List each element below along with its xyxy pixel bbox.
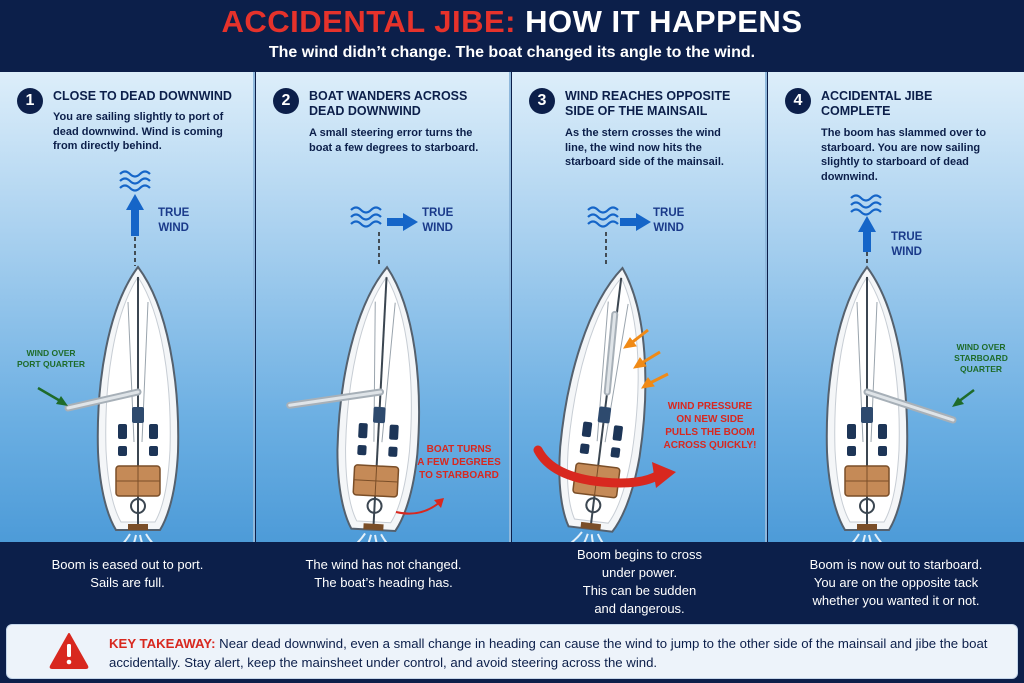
boat-turns-label: BOAT TURNS A FEW DEGREES TO STARBOARD <box>417 444 501 481</box>
red-sweep-arrow-icon <box>533 445 676 488</box>
wind-waves-icon <box>118 170 152 192</box>
panel-title: BOAT WANDERS ACROSS DEAD DOWNWIND <box>309 89 468 118</box>
caption-1: Boom is eased out to port. Sails are ful… <box>51 557 204 590</box>
page-title: ACCIDENTAL JIBE: HOW IT HAPPENS <box>0 4 1024 40</box>
boat-icon <box>549 262 664 542</box>
boat-diagram <box>37 170 180 542</box>
takeaway-body: Near dead downwind, even a small change … <box>109 636 988 670</box>
boat-diagram <box>286 206 444 542</box>
caption-2: The wind has not changed. The boat’s hea… <box>305 557 462 590</box>
warning-triangle-icon <box>49 633 89 669</box>
panel-2: 2 BOAT WANDERS ACROSS DEAD DOWNWIND A sm… <box>256 72 511 542</box>
panel-description: The boom has slammed over to starboard. … <box>821 127 987 183</box>
title-white: HOW IT HAPPENS <box>525 4 803 39</box>
panel-title: ACCIDENTAL JIBE COMPLETE <box>821 89 933 118</box>
key-takeaway-box: KEY TAKEAWAY: Near dead downwind, even a… <box>6 624 1018 679</box>
panel-4: 4 ACCIDENTAL JIBE COMPLETE The boom has … <box>768 72 1024 542</box>
turn-arrow-icon <box>395 498 444 515</box>
captions-bar: Boom is eased out to port. Sails are ful… <box>0 542 1024 622</box>
arrow-right-icon <box>620 213 651 231</box>
wind-pressure-label: WIND PRESSURE ON NEW SIDE PULLS THE BOOM… <box>663 401 757 451</box>
panels: 1 CLOSE TO DEAD DOWNWIND You are sailing… <box>0 72 1024 542</box>
wind-waves-icon <box>586 206 620 228</box>
panel-1: 1 CLOSE TO DEAD DOWNWIND You are sailing… <box>0 72 255 542</box>
page-subtitle: The wind didn’t change. The boat changed… <box>268 44 756 61</box>
panel-description: As the stern crosses the wind line, the … <box>565 127 724 168</box>
wind-waves-icon <box>349 206 383 228</box>
true-wind-label: TRUE WIND <box>422 207 454 234</box>
arrow-right-icon <box>387 213 418 231</box>
header: ACCIDENTAL JIBE: HOW IT HAPPENS The wind… <box>0 0 1024 72</box>
green-arrow-icon <box>37 386 68 406</box>
arrow-up-icon <box>126 194 144 236</box>
panel-3: 3 WIND REACHES OPPOSITE SIDE OF THE MAIN… <box>512 72 767 542</box>
boat-icon <box>825 266 957 542</box>
boat-icon <box>64 266 180 542</box>
true-wind-label: TRUE WIND <box>158 207 190 234</box>
boat-icon <box>286 264 429 542</box>
panel-description: You are sailing slightly to port of dead… <box>53 111 224 152</box>
panel-number: 1 <box>17 88 43 114</box>
panel-description: A small steering error turns the boat a … <box>309 127 479 154</box>
takeaway-text: KEY TAKEAWAY: Near dead downwind, even a… <box>109 634 1009 672</box>
panel-number: 3 <box>529 88 555 114</box>
true-wind-label: TRUE WIND <box>653 207 685 234</box>
panel-title: WIND REACHES OPPOSITE SIDE OF THE MAINSA… <box>565 89 731 118</box>
title-red: ACCIDENTAL JIBE: <box>221 4 516 39</box>
green-arrow-icon <box>952 389 975 407</box>
true-wind-label: TRUE WIND <box>891 231 923 258</box>
caption-4: Boom is now out to starboard. You are on… <box>809 557 983 608</box>
panel-number: 4 <box>785 88 811 114</box>
wind-over-label: WIND OVER STARBOARD QUARTER <box>954 342 1008 374</box>
arrow-up-icon <box>858 216 876 252</box>
takeaway-label: KEY TAKEAWAY: <box>109 636 216 651</box>
caption-3: Boom begins to cross under power. This c… <box>576 547 702 616</box>
boat-diagram <box>825 194 975 542</box>
panel-title: CLOSE TO DEAD DOWNWIND <box>53 89 232 103</box>
wind-over-label: WIND OVER PORT QUARTER <box>17 348 85 369</box>
orange-arrows-icon <box>623 328 669 389</box>
wind-waves-icon <box>849 194 883 216</box>
boat-diagram <box>533 206 676 542</box>
panel-number: 2 <box>273 88 299 114</box>
